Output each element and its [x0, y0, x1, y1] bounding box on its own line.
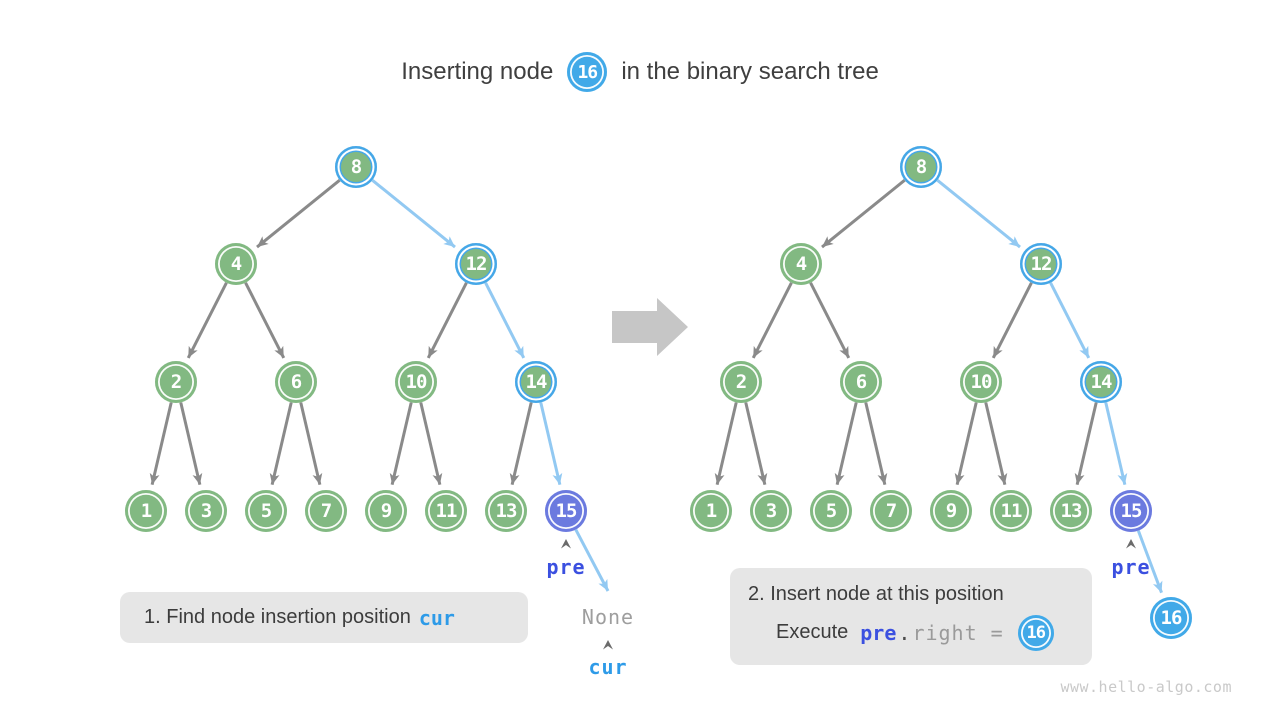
step2-line2: Execute pre . right = 16 [748, 614, 1092, 651]
tree-node-15-after: 15 [1110, 490, 1152, 532]
tree-node-13-before: 13 [485, 490, 527, 532]
none-label: None [581, 605, 635, 629]
edge-2-1-after [714, 402, 738, 486]
tree-node-4-after: 4 [780, 243, 822, 285]
pre-pointer-label-after: pre [1111, 555, 1151, 579]
tree-node-6-before: 6 [275, 361, 317, 403]
cur-pointer-label: cur [588, 655, 628, 679]
edge-15-16-after [1136, 530, 1163, 594]
tree-node-3-after: 3 [750, 490, 792, 532]
edge-10-9-before [389, 402, 413, 486]
tree-node-1-after: 1 [690, 490, 732, 532]
edge-8-4-after [821, 179, 906, 249]
edge-10-11-before [419, 402, 443, 486]
tree-node-7-before: 7 [305, 490, 347, 532]
transition-arrow-icon [612, 298, 688, 356]
step2-caption: 2. Insert node at this position Execute … [730, 568, 1092, 665]
tree-node-9-before: 9 [365, 490, 407, 532]
edge-15-none-before [574, 528, 610, 592]
step1-cur-code: cur [418, 605, 455, 630]
edge-8-4-before [256, 179, 341, 249]
edge-8-12-before [371, 179, 456, 249]
tree-node-14-before: 14 [515, 361, 557, 403]
edge-2-3-before [179, 402, 203, 486]
edge-12-10-before [426, 282, 468, 359]
tree-node-2-before: 2 [155, 361, 197, 403]
pre-pointer-label-before: pre [546, 555, 586, 579]
tree-node-12-after: 12 [1020, 243, 1062, 285]
edge-10-11-after [984, 402, 1008, 486]
caret-up-cur [603, 640, 613, 650]
tree-node-6-after: 6 [840, 361, 882, 403]
edge-8-12-after [936, 179, 1021, 249]
edge-4-2-before [186, 282, 228, 359]
edge-6-5-before [269, 402, 293, 486]
edge-14-13-after [1074, 402, 1098, 486]
step1-text: 1. Find node insertion position [144, 606, 411, 628]
step1-caption: 1. Find node insertion position cur [120, 592, 528, 643]
tree-node-7-after: 7 [870, 490, 912, 532]
caret-up-pre-after [1126, 539, 1136, 549]
tree-node-15-before: 15 [545, 490, 587, 532]
tree-node-3-before: 3 [185, 490, 227, 532]
caret-up-pre-before [561, 539, 571, 549]
title-node-value: 16 [577, 61, 598, 83]
tree-node-8-before: 8 [335, 146, 377, 188]
edge-14-15-after [1104, 402, 1128, 486]
tree-node-5-before: 5 [245, 490, 287, 532]
edge-6-7-after [864, 402, 888, 486]
title-prefix: Inserting node [401, 58, 554, 85]
tree-node-11-after: 11 [990, 490, 1032, 532]
step2-node-value: 16 [1026, 622, 1046, 643]
edge-2-3-after [744, 402, 768, 486]
step2-dot-code: . [898, 620, 911, 645]
edge-4-2-after [751, 282, 793, 359]
tree-node-8-after: 8 [900, 146, 942, 188]
tree-node-5-after: 5 [810, 490, 852, 532]
edge-2-1-before [149, 402, 173, 486]
tree-node-4-before: 4 [215, 243, 257, 285]
diagram-title: Inserting node 16 in the binary search t… [0, 48, 1280, 96]
edge-14-13-before [509, 402, 533, 486]
step2-right-code: right = [912, 620, 1004, 645]
tree-node-9-after: 9 [930, 490, 972, 532]
tree-node-13-after: 13 [1050, 490, 1092, 532]
tree-node-10-before: 10 [395, 361, 437, 403]
edge-4-6-after [809, 282, 851, 359]
edge-10-9-after [954, 402, 978, 486]
step2-line1: 2. Insert node at this position [748, 582, 1004, 605]
tree-node-14-after: 14 [1080, 361, 1122, 403]
tree-node-10-after: 10 [960, 361, 1002, 403]
edge-6-7-before [299, 402, 323, 486]
step2-pre-code: pre [860, 620, 897, 645]
edge-12-10-after [991, 282, 1033, 359]
step2-execute-text: Execute [776, 621, 849, 643]
edge-12-14-after [1049, 282, 1091, 359]
title-suffix: in the binary search tree [621, 58, 879, 85]
step2-node-16: 16 [1017, 614, 1054, 651]
tree-node-11-before: 11 [425, 490, 467, 532]
edge-14-15-before [539, 402, 563, 486]
tree-node-16-after: 16 [1150, 597, 1192, 639]
edge-6-5-after [834, 402, 858, 486]
title-node-16: 16 [567, 52, 608, 92]
tree-node-1-before: 1 [125, 490, 167, 532]
edge-4-6-before [244, 282, 286, 359]
edge-12-14-before [484, 282, 526, 359]
tree-node-12-before: 12 [455, 243, 497, 285]
tree-node-2-after: 2 [720, 361, 762, 403]
watermark: www.hello-algo.com [1060, 678, 1232, 696]
